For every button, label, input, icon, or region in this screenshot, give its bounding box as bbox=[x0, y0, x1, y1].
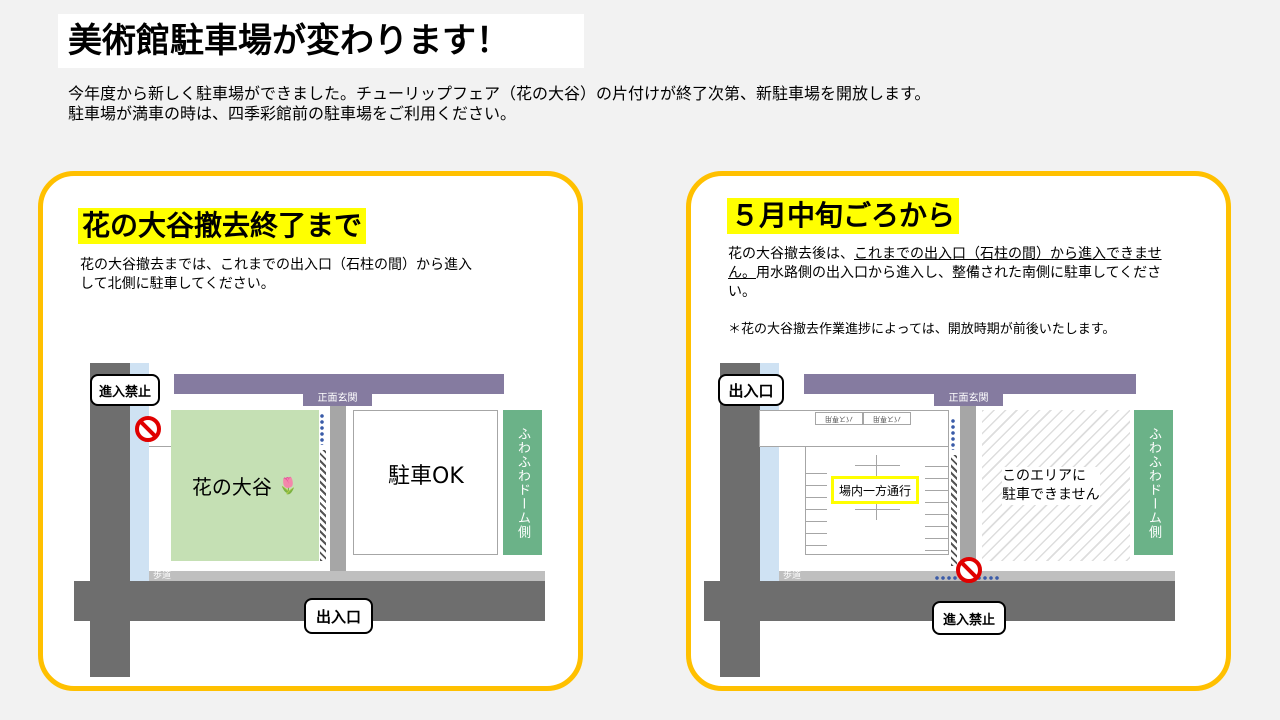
no-parking-label: このエリアに駐車できません bbox=[1002, 467, 1100, 505]
garden-area: 花の大谷 🌷 bbox=[171, 410, 319, 561]
gate-callout: 出入口 bbox=[718, 374, 784, 406]
parking-lines bbox=[925, 455, 949, 555]
museum-building bbox=[804, 374, 1136, 394]
after-heading: ５月中旬ごろから bbox=[727, 198, 960, 234]
parking-lines bbox=[805, 462, 827, 555]
driveway bbox=[960, 406, 976, 571]
gate-callout: 出入口 bbox=[304, 598, 373, 634]
before-text-1: 花の大谷撤去までは、これまでの出入口（石柱の間）から進入 bbox=[80, 257, 472, 273]
dome-side-label: ふわふわドーム側 bbox=[1134, 410, 1173, 555]
dome-side-label: ふわふわドーム側 bbox=[503, 410, 542, 555]
after-note: ＊花の大谷撤去作業進捗によっては、開放時期が前後いたします。 bbox=[728, 322, 1116, 337]
bollards bbox=[319, 413, 325, 445]
before-heading: 花の大谷撤去終了まで bbox=[78, 208, 367, 244]
parking-area bbox=[353, 410, 498, 555]
no-entry-icon bbox=[956, 557, 982, 583]
main-entrance-label: 正面玄関 bbox=[934, 393, 1003, 406]
museum-building bbox=[174, 374, 504, 394]
bollards bbox=[950, 418, 956, 450]
parking-ok-label: 駐車OK bbox=[388, 464, 464, 489]
bus-space: バス専用 bbox=[815, 412, 863, 425]
before-text-2: して北側に駐車してください。 bbox=[80, 276, 275, 292]
bus-space: バス専用 bbox=[863, 412, 911, 425]
page-title: 美術館駐車場が変わります！ bbox=[58, 14, 584, 68]
no-entry-callout: 進入禁止 bbox=[932, 601, 1006, 635]
driveway bbox=[330, 406, 346, 571]
intro-line-2: 駐車場が満車の時は、四季彩館前の駐車場をご利用ください。 bbox=[68, 104, 517, 123]
tulip-icon: 🌷 bbox=[278, 476, 299, 495]
no-entry-icon bbox=[135, 416, 161, 442]
fence bbox=[951, 455, 957, 566]
main-entrance-label: 正面玄関 bbox=[303, 393, 372, 406]
after-text: 花の大谷撤去後は、これまでの出入口（石柱の間）から進入できません。用水路側の出入… bbox=[728, 246, 1162, 300]
intro-line-1: 今年度から新しく駐車場ができました。チューリップフェア（花の大谷）の片付けが終了… bbox=[68, 84, 931, 103]
one-way-label: 場内一方通行 bbox=[831, 476, 919, 504]
garden-label: 花の大谷 bbox=[191, 475, 272, 499]
fence bbox=[320, 450, 326, 561]
